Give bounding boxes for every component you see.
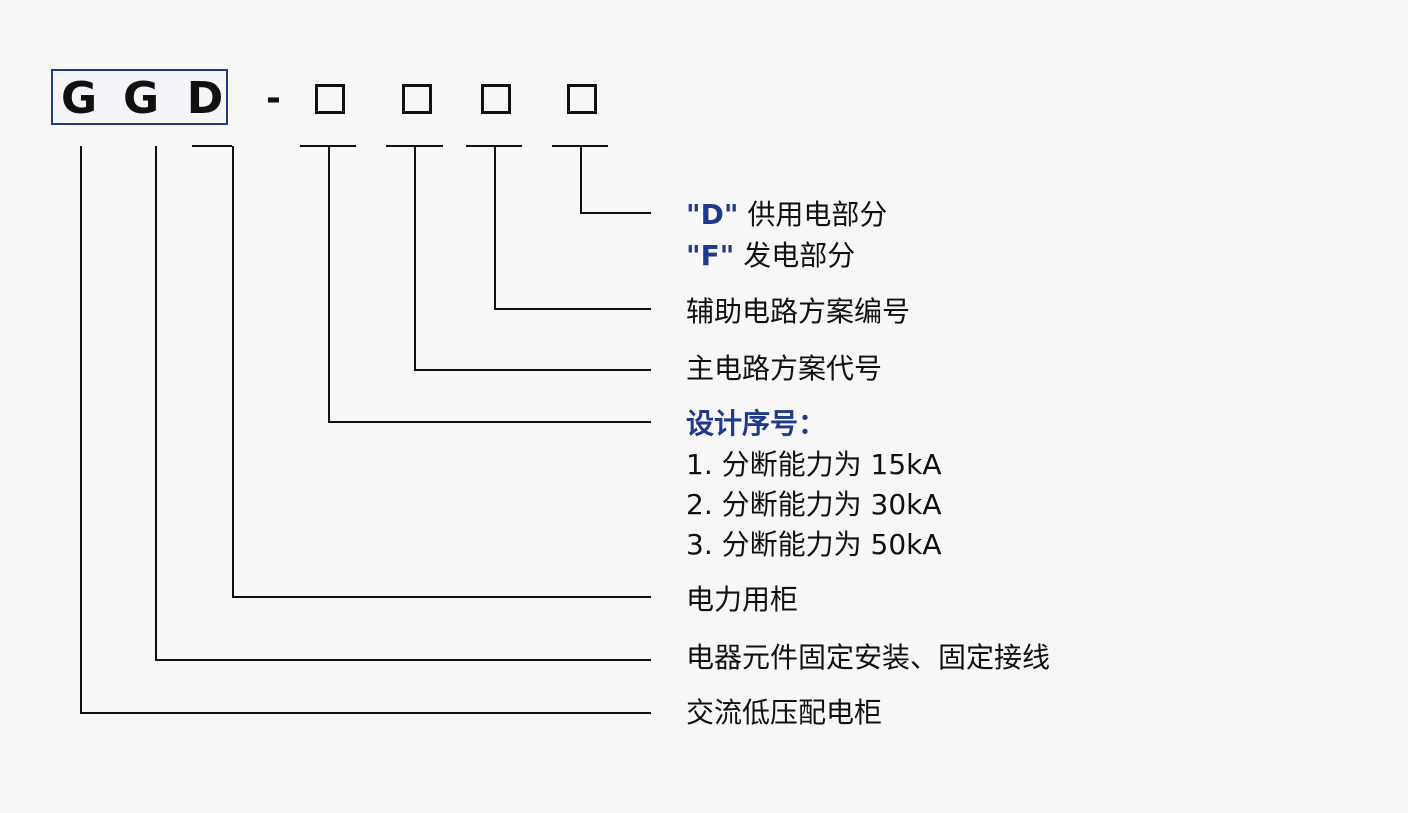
label-power-cabinet: 电力用柜 [686, 583, 799, 616]
code-letter-g2: G [122, 73, 160, 124]
label-text-d: 供用电部分 [747, 198, 888, 231]
connector-ac [80, 146, 651, 714]
connector-usage [580, 146, 651, 214]
code-prefix-box [51, 69, 228, 125]
connector-power [232, 146, 651, 598]
label-fixed-install: 电器元件固定安装、固定接线 [686, 641, 1051, 674]
code-letter-g1: G [60, 73, 98, 124]
label-code-d: "D" [686, 198, 739, 231]
label-usage-f: "F" 发电部分 [686, 239, 855, 273]
placeholder-box-1 [315, 84, 345, 114]
label-design-item-1: 1. 分断能力为 15kA [686, 448, 942, 481]
label-ac-cabinet: 交流低压配电柜 [686, 696, 883, 729]
label-design-item-3: 3. 分断能力为 50kA [686, 528, 942, 561]
placeholder-box-2 [402, 84, 432, 114]
label-main-circuit: 主电路方案代号 [686, 352, 883, 385]
connector-aux [494, 146, 651, 310]
connector-design [328, 146, 651, 423]
label-code-f: "F" [686, 239, 735, 272]
code-dash: - [266, 78, 281, 119]
code-letter-d: D [186, 73, 224, 124]
label-design-item-2: 2. 分断能力为 30kA [686, 488, 942, 521]
label-usage-d: "D" 供用电部分 [686, 198, 887, 232]
label-text-f: 发电部分 [743, 239, 856, 272]
label-aux-circuit: 辅助电路方案编号 [686, 295, 911, 328]
placeholder-box-4 [567, 84, 597, 114]
connector-fixed [155, 146, 651, 661]
label-design-title: 设计序号： [686, 407, 827, 440]
connector-main [414, 146, 651, 371]
placeholder-box-3 [481, 84, 511, 114]
